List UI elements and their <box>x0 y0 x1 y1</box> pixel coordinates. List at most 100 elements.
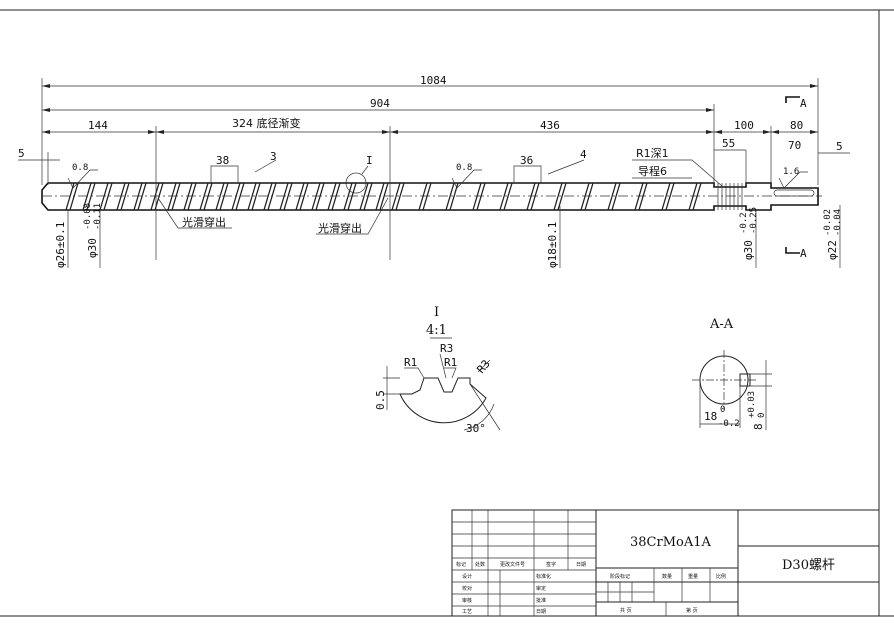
flight-line <box>375 182 385 211</box>
flight-line <box>665 182 675 211</box>
dim-tip: 80 <box>790 119 803 132</box>
flight-line <box>661 182 671 211</box>
flight-line <box>251 182 261 211</box>
dim-pitch1: 38 <box>216 154 229 167</box>
flight-line <box>203 182 213 211</box>
flight-line <box>283 182 293 211</box>
dim-angle2: 4 <box>580 148 587 161</box>
dim-angle1: 3 <box>270 150 277 163</box>
tb-label-2: 更改文件号 <box>500 561 525 568</box>
tb-check: 校对 <box>462 585 472 592</box>
title-block <box>451 509 880 617</box>
dimension-lines <box>18 78 850 268</box>
screw-shaft <box>41 182 822 211</box>
dim-transition: 324 底径渐变 <box>232 116 301 130</box>
flight-line <box>235 182 245 211</box>
flight-line <box>395 182 405 211</box>
flight-line <box>638 182 648 211</box>
flight-line <box>99 182 109 211</box>
tb-std: 标准化 <box>536 573 551 580</box>
flight-line <box>267 182 277 211</box>
dim-overall: 1084 <box>420 74 447 87</box>
dim-dia-thread-tol-lo: -0.11 <box>93 203 103 230</box>
flight-line <box>476 182 486 211</box>
tb-sheets-total: 共 页 <box>620 607 632 614</box>
detail-title: I <box>434 305 439 320</box>
dim-dia-shank-tol-lo: -0.25 <box>749 207 759 234</box>
detail-scale: 4:1 <box>426 323 447 338</box>
flight-line <box>472 182 482 211</box>
dim-thread-total: 904 <box>370 97 390 110</box>
tb-scale: 比例 <box>716 573 726 580</box>
section-key-tol-up: +0.03 <box>747 391 757 418</box>
section-key: 8 <box>752 423 765 430</box>
section-label-bottom: A <box>800 247 807 260</box>
dim-keyway: 70 <box>788 139 801 152</box>
flight-line <box>116 182 126 211</box>
tb-part-name: D30螺杆 <box>782 558 835 573</box>
flight-line <box>607 182 617 211</box>
flight-line <box>331 182 341 211</box>
flight-line <box>167 182 177 211</box>
flight-line <box>150 182 160 211</box>
tb-sheet-no: 第 页 <box>686 607 698 614</box>
tb-design: 设计 <box>462 573 472 580</box>
flight-line <box>219 182 229 211</box>
dim-dia-left: φ26±0.1 <box>54 222 67 268</box>
shaft-outline <box>41 182 819 211</box>
dim-pitch2: 36 <box>520 154 533 167</box>
flight-line <box>503 182 513 211</box>
note-r1: R1深1 <box>636 147 669 160</box>
detail-view <box>383 337 501 431</box>
detail-depth: 0.5 <box>374 390 387 410</box>
tb-audit: 审核 <box>462 597 472 604</box>
flight-line <box>171 182 181 211</box>
roughness-1: 0.8 <box>72 163 88 173</box>
detail-r1-left: R1 <box>404 356 417 369</box>
flight-line <box>82 182 92 211</box>
section-title: A-A <box>709 317 734 332</box>
flight-line <box>445 182 455 211</box>
flight-line <box>86 182 96 211</box>
flight-line <box>120 182 130 211</box>
flight-line <box>295 182 305 211</box>
note-smooth-2: 光滑穿出 <box>318 221 362 235</box>
tb-weight: 重量 <box>688 573 698 580</box>
flight-line <box>379 182 389 211</box>
tb-label-0: 标记 <box>456 561 466 568</box>
flight-line <box>688 182 698 211</box>
tb-label-1: 处数 <box>475 561 485 568</box>
flight-line <box>215 182 225 211</box>
flight-line <box>299 182 309 211</box>
tb-qty: 数量 <box>662 573 672 580</box>
detail-r1-right: R1 <box>444 356 457 369</box>
tb-process: 工艺 <box>462 609 472 615</box>
flight-line <box>103 182 113 211</box>
flight-line <box>584 182 594 211</box>
section-label-top: A <box>800 97 807 110</box>
flight-line <box>422 182 432 211</box>
flight-line <box>327 182 337 211</box>
flight-line <box>580 182 590 211</box>
section-width-tol-up: 0 <box>720 405 725 415</box>
flight-line <box>311 182 321 211</box>
tb-review: 审定 <box>536 585 546 592</box>
dim-dia-tip-tol-lo: -0.04 <box>833 209 843 236</box>
tb-date: 日期 <box>536 609 546 615</box>
dim-tip-right: 5 <box>836 140 843 153</box>
tb-approve: 批准 <box>536 597 546 604</box>
flight-line <box>347 182 357 211</box>
detail-angle: 30° <box>466 422 486 435</box>
flight-line <box>231 182 241 211</box>
tb-label-4: 日期 <box>576 562 586 568</box>
flight-line <box>69 182 79 211</box>
detail-mark: I <box>366 154 373 167</box>
tb-material: 38CrMoA1A <box>630 535 712 550</box>
flight-line <box>199 182 209 211</box>
knurl-section <box>717 183 743 210</box>
flight-line <box>692 182 702 211</box>
flight-line <box>526 182 536 211</box>
flight-line <box>359 182 369 211</box>
dim-dia-tip: φ22 <box>826 240 839 260</box>
flight-line <box>247 182 257 211</box>
